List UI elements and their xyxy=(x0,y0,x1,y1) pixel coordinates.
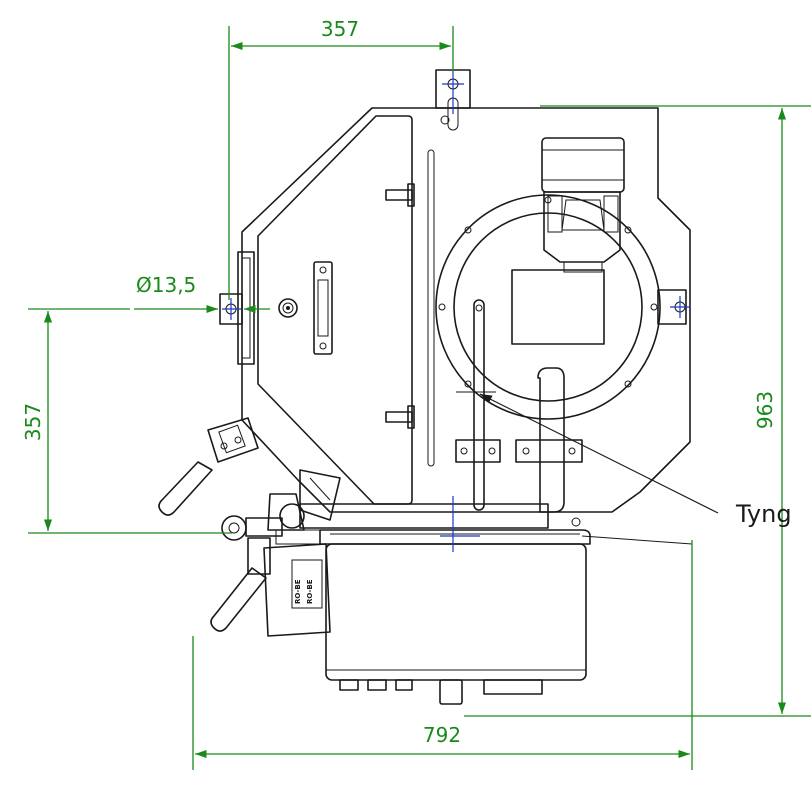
control-box: RO-BE RO-BE xyxy=(263,529,331,637)
tank-drain xyxy=(439,679,463,705)
lower-tank xyxy=(319,517,693,705)
dimension-left-height-label: 357 xyxy=(21,403,45,441)
top-lug xyxy=(435,69,471,109)
dimension-hole-diameter: Ø13,5 xyxy=(134,273,270,314)
door-hinge-bottom-stem xyxy=(407,405,415,429)
valve-lower xyxy=(210,469,341,632)
vertical-slot xyxy=(427,149,435,467)
centerlines xyxy=(222,70,690,552)
valve-lower-handle xyxy=(210,567,267,632)
dimension-total-height-label: 963 xyxy=(753,391,777,429)
housing-outline xyxy=(241,107,691,513)
nameplate-line2: RO-BE xyxy=(306,579,314,604)
callout-tyng-label: Tyng xyxy=(735,500,792,528)
door-hinge-top xyxy=(385,189,413,201)
dimension-total-width-label: 792 xyxy=(423,723,461,747)
door-panel xyxy=(257,115,413,505)
pipe-vertical xyxy=(537,367,565,513)
dimension-hole-diameter-label: Ø13,5 xyxy=(136,273,196,297)
door-hinge-top-stem xyxy=(407,183,415,207)
valve-upper xyxy=(158,417,259,516)
door-handle-inner xyxy=(317,279,329,337)
door-handle xyxy=(313,261,333,355)
dimension-total-height: 963 xyxy=(464,105,811,717)
left-flange xyxy=(237,251,255,365)
dimension-total-width: 792 xyxy=(192,540,693,770)
nameplate-line1: RO-BE xyxy=(294,579,302,604)
dimension-left-height: 357 xyxy=(21,308,232,534)
motor-body xyxy=(541,137,625,193)
tank-body xyxy=(325,543,587,681)
pipe-horizontal xyxy=(299,503,549,529)
vertical-rod xyxy=(473,299,485,511)
callout-tyng: Tyng xyxy=(456,391,792,528)
tank-top-rim xyxy=(319,529,591,545)
dimension-top-width-label: 357 xyxy=(321,17,359,41)
door-knob xyxy=(278,298,298,318)
machine-body xyxy=(219,69,691,529)
bracket-left xyxy=(455,439,501,463)
porthole-outer xyxy=(435,194,661,420)
dimension-top-width: 357 xyxy=(228,17,454,300)
inner-block xyxy=(511,269,605,345)
bracket-right xyxy=(515,439,583,463)
handwheel xyxy=(221,515,247,541)
motor-gearbox xyxy=(543,191,621,263)
valve-upper-handle xyxy=(158,461,213,516)
door-hinge-bottom xyxy=(385,411,413,423)
